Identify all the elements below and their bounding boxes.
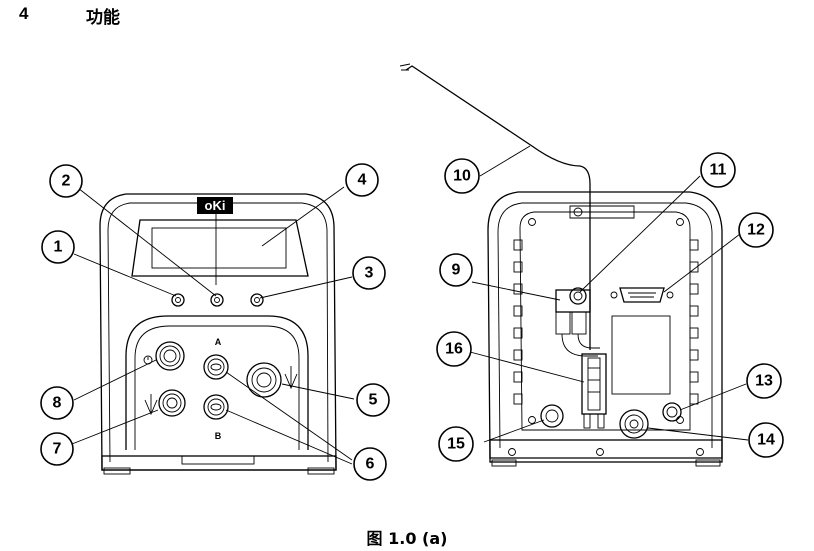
- callout-8: 8: [40, 386, 74, 420]
- vent-slots-left: [513, 239, 523, 405]
- port-b-label: B: [215, 431, 222, 441]
- rear-housing: [487, 191, 723, 459]
- hanging-rod: [405, 65, 591, 350]
- foot-switch-connector[interactable]: [540, 404, 564, 428]
- svg-text:5: 5: [369, 392, 378, 409]
- rear-foot-left: [491, 459, 517, 467]
- time-knob[interactable]: [155, 341, 185, 371]
- callout-2: 2: [49, 164, 83, 198]
- svg-text:15: 15: [447, 436, 465, 453]
- callout-11: 11: [700, 152, 736, 188]
- callout-13: 13: [746, 363, 782, 399]
- port-a-label: A: [215, 337, 222, 347]
- svg-text:4: 4: [358, 172, 367, 189]
- filter-cartridge: [581, 353, 607, 429]
- enter-button[interactable]: [250, 293, 264, 307]
- callout-3: 3: [352, 256, 386, 290]
- pressure-knob[interactable]: [246, 362, 282, 398]
- rear-base: [489, 439, 723, 463]
- front-foot-left: [103, 467, 131, 475]
- front-base: [101, 455, 337, 471]
- callout-4: 4: [345, 163, 379, 197]
- front-housing: [99, 193, 337, 471]
- rear-panel: [519, 211, 691, 431]
- section-title: 功能: [86, 8, 120, 28]
- svg-text:13: 13: [755, 373, 773, 390]
- vent-slots-right: [689, 239, 699, 405]
- vacuum-knob[interactable]: [158, 389, 186, 417]
- svg-text:11: 11: [710, 162, 727, 179]
- pressure-icon: [284, 366, 298, 390]
- vacuum-icon: [144, 394, 158, 416]
- rear-view: [399, 63, 723, 467]
- serial-port[interactable]: [610, 287, 674, 303]
- port-b[interactable]: [203, 394, 229, 420]
- display-bezel: [131, 219, 309, 277]
- svg-text:2: 2: [62, 173, 71, 190]
- svg-text:9: 9: [452, 262, 461, 279]
- svg-text:7: 7: [53, 441, 62, 458]
- label-plate: [611, 315, 671, 395]
- logo-badge: [197, 197, 233, 214]
- callout-15: 15: [438, 426, 474, 462]
- power-button[interactable]: [171, 293, 185, 307]
- power-connector[interactable]: [619, 409, 649, 439]
- callout-12: 12: [738, 212, 774, 248]
- svg-text:14: 14: [757, 432, 775, 449]
- callout-14: 14: [748, 422, 784, 458]
- front-view: oKi A: [99, 193, 337, 475]
- svg-text:10: 10: [453, 168, 471, 185]
- svg-text:8: 8: [53, 395, 62, 412]
- display-screen: [151, 227, 287, 269]
- section-number: 4: [19, 4, 29, 23]
- callout-9: 9: [439, 253, 473, 287]
- callout-16: 16: [436, 331, 472, 367]
- control-arch-inner: [134, 325, 300, 450]
- device-diagram: oKi A: [40, 63, 784, 481]
- callout-5: 5: [356, 383, 390, 417]
- panel-screws: [508, 207, 704, 456]
- rear-housing-inner: [497, 202, 713, 449]
- pressure-regulator: [555, 287, 600, 357]
- port-a[interactable]: [203, 354, 229, 380]
- callout-10: 10: [444, 158, 480, 194]
- rear-foot-right: [695, 459, 721, 467]
- svg-text:16: 16: [445, 341, 463, 358]
- figure-caption: 图 1.0 (a): [366, 529, 448, 548]
- front-foot-right: [307, 467, 335, 475]
- logo-text: oKi: [205, 198, 226, 213]
- callout-7: 7: [40, 432, 74, 466]
- air-inlet-fitting[interactable]: [662, 402, 682, 422]
- svg-text:12: 12: [747, 222, 765, 239]
- top-bracket: [569, 205, 635, 219]
- front-handle-slot: [181, 455, 255, 465]
- front-housing-inner: [107, 202, 329, 463]
- svg-text:3: 3: [365, 265, 374, 282]
- control-arch: [125, 315, 309, 450]
- callout-6: 6: [353, 447, 387, 481]
- leader-lines: [71, 145, 749, 465]
- svg-text:6: 6: [366, 456, 375, 473]
- callout-1: 1: [41, 230, 75, 264]
- svg-text:1: 1: [54, 239, 63, 256]
- mode-button[interactable]: [210, 293, 224, 307]
